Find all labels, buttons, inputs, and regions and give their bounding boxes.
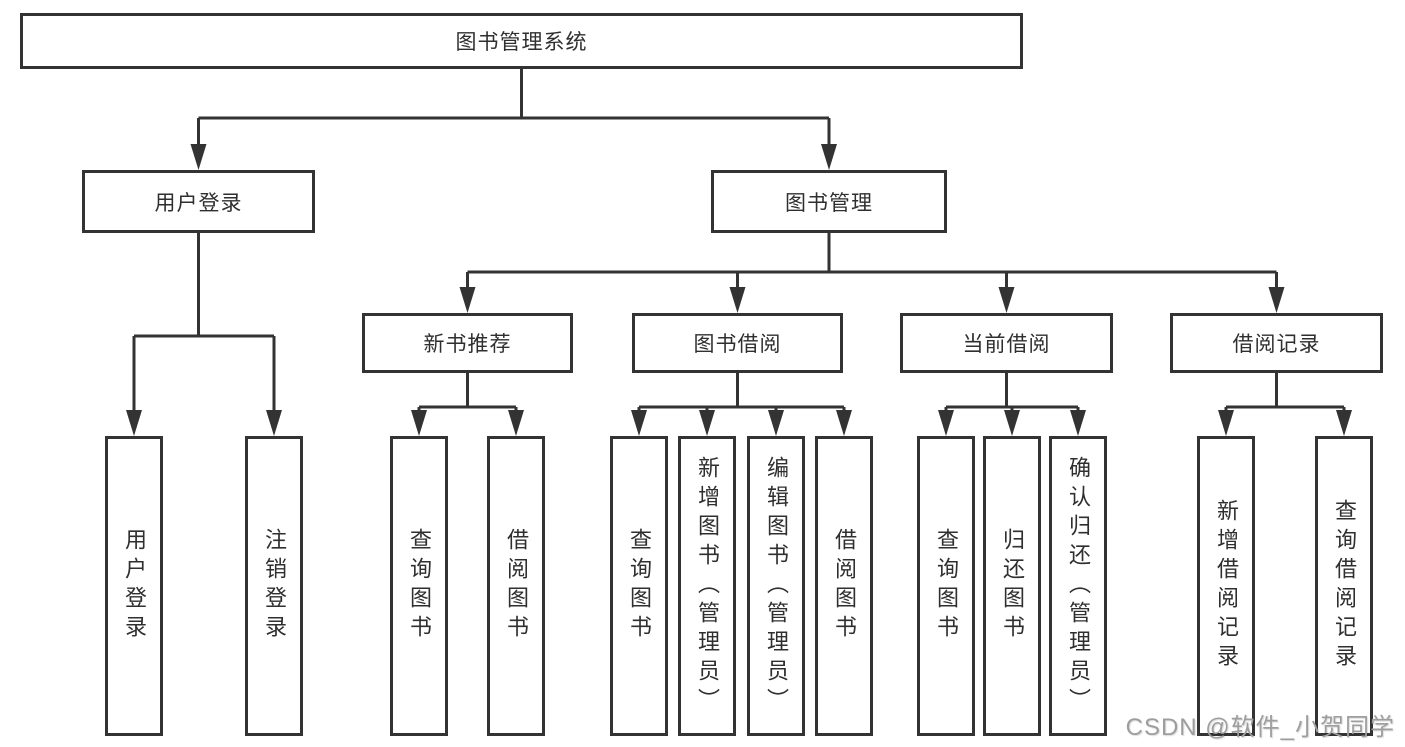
connector-userlogin-to-leaves <box>126 233 282 436</box>
leaf-edit-book-admin: 编辑图书（管理员） <box>747 436 805 736</box>
node-borrowing-records: 借阅记录 <box>1170 313 1383 373</box>
connector-newbook-to-leaves <box>411 373 524 436</box>
leaf-query-books-current: 查询图书 <box>917 436 975 736</box>
connector-borrowing-to-leaves <box>631 373 852 436</box>
node-book-borrowing: 图书借阅 <box>632 313 843 373</box>
leaf-borrow-books-borrowing: 借阅图书 <box>815 436 873 736</box>
node-book-management: 图书管理 <box>711 170 947 233</box>
leaf-return-books: 归还图书 <box>983 436 1041 736</box>
connector-current-to-leaves <box>938 373 1086 436</box>
leaf-add-borrow-record: 新增借阅记录 <box>1197 436 1255 736</box>
leaf-query-books-recommend: 查询图书 <box>390 436 448 736</box>
leaf-add-book-admin: 新增图书（管理员） <box>678 436 736 736</box>
leaf-confirm-return-admin: 确认归还（管理员） <box>1049 436 1107 736</box>
node-current-borrowing: 当前借阅 <box>900 313 1113 373</box>
leaf-user-login: 用户登录 <box>105 436 163 736</box>
connector-bookmgmt-to-level3 <box>459 233 1285 313</box>
node-new-book-recommend: 新书推荐 <box>362 313 573 373</box>
leaf-logout: 注销登录 <box>245 436 303 736</box>
leaf-query-borrow-record: 查询借阅记录 <box>1315 436 1373 736</box>
node-user-login: 用户登录 <box>82 170 315 233</box>
leaf-query-books-borrowing: 查询图书 <box>610 436 668 736</box>
csdn-watermark: CSDN @软件_小贺同学 <box>1125 714 1395 741</box>
connector-root-to-level2 <box>190 69 837 170</box>
connector-records-to-leaves <box>1218 373 1352 436</box>
node-root-library-system: 图书管理系统 <box>20 13 1023 69</box>
leaf-borrow-books-recommend: 借阅图书 <box>487 436 545 736</box>
